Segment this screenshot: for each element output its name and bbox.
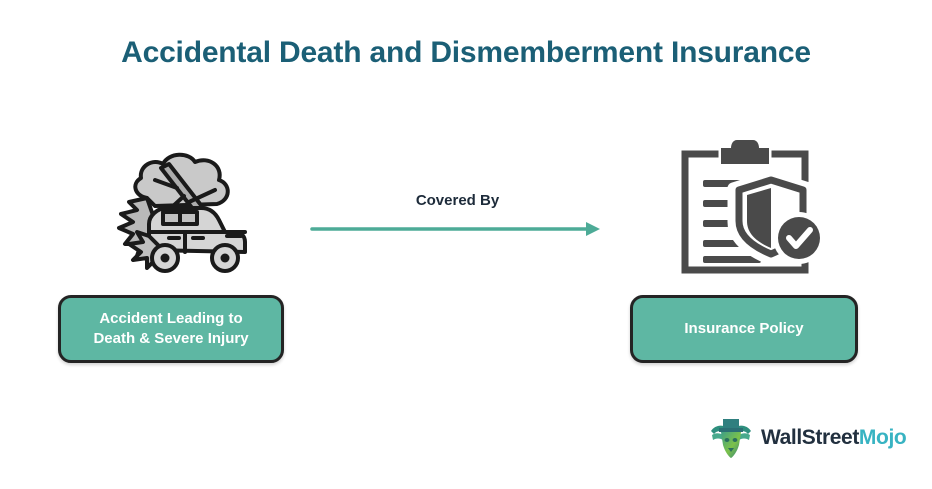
clipboard-shield-check-icon <box>663 136 839 288</box>
logo-text-primary: WallStreet <box>761 426 859 449</box>
node-accident-label: Accident Leading to Death & Severe Injur… <box>93 309 248 349</box>
node-accident-label-line1: Accident Leading to <box>99 310 243 327</box>
node-insurance-policy[interactable]: Insurance Policy <box>630 295 858 363</box>
logo-text-accent: Mojo <box>858 426 907 449</box>
page-title: Accidental Death and Dismemberment Insur… <box>121 36 811 69</box>
node-insurance-policy-label: Insurance Policy <box>684 320 804 337</box>
node-accident[interactable]: Accident Leading to Death & Severe Injur… <box>58 295 284 363</box>
connector-label: Covered By <box>415 192 500 209</box>
node-accident-label-line2: Death & Severe Injury <box>93 330 249 347</box>
wallstreetmojo-logo[interactable]: WallStreetMojo <box>708 415 907 461</box>
car-crash-icon <box>85 140 265 290</box>
logo-wordmark: WallStreetMojo <box>761 426 907 450</box>
connector-covered-by: Covered By <box>310 192 605 242</box>
bull-head-logo-icon <box>711 419 751 458</box>
arrow-right-icon <box>310 222 600 236</box>
